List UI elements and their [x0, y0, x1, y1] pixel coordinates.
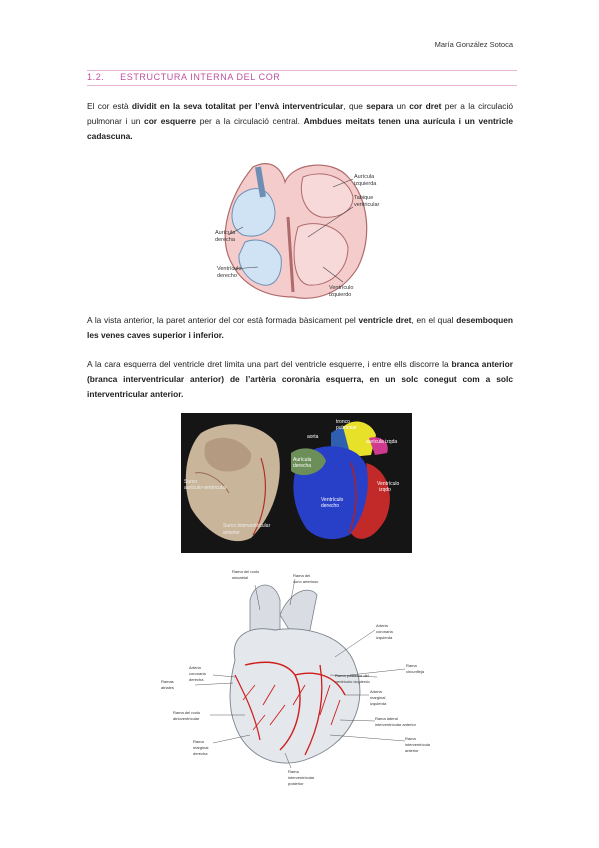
- label-rama-cono-1: Rama del: [293, 573, 310, 578]
- bold-text: ventricle dret: [358, 315, 412, 325]
- bold-text: branca anterior (branca interventricular…: [87, 359, 513, 399]
- label-auricula-derecha-1: Aurícula: [293, 457, 312, 463]
- label-ramas-atriales-2: atriales: [161, 685, 174, 690]
- label-ventriculo-derecho-1: Ventrículo: [217, 266, 241, 272]
- label-rama-post-vi-2: ventrículo izquierdo: [335, 679, 370, 684]
- label-ventriculo-izquierdo-2: izquierdo: [329, 292, 351, 298]
- label-rama-cono-2: cono arterioso: [293, 579, 319, 584]
- heart-section-diagram: Aurícula izquierda Tabique ventricular A…: [215, 163, 380, 299]
- label-arteria-marginal-izq-3: izquierda: [370, 701, 387, 706]
- bold-text: cor esquerre: [144, 116, 197, 126]
- label-ventriculo-izqdo-1: Ventrículo: [377, 481, 399, 487]
- label-rama-circunfleja-2: circunfleja: [406, 669, 425, 674]
- text: , que: [343, 101, 367, 111]
- label-auricula-derecha-2: derecha: [293, 463, 311, 469]
- label-arteria-cor-izq-1: Arteria: [376, 623, 389, 628]
- label-rama-iv-ant-1: Rama: [405, 736, 416, 741]
- label-ventriculo-derecho-1: Ventrículo: [321, 497, 343, 503]
- label-surco-iv-1: Surco interventricular: [223, 523, 271, 529]
- label-arteria-cor-der-2: coronaria: [189, 671, 206, 676]
- label-rama-iv-post-3: posterior: [288, 781, 304, 786]
- label-ramas-atriales-1: Ramas: [161, 679, 174, 684]
- label-rama-lateral-2: interventricular anterior: [375, 722, 417, 727]
- label-surco-av-1: Surco: [184, 479, 197, 485]
- coronary-arteries-diagram: Rama del nodo sinoatrial Rama del cono a…: [161, 569, 430, 786]
- text: A la cara esquerra del ventricle dret li…: [87, 359, 452, 369]
- text: un: [393, 101, 410, 111]
- label-rama-iv-post-1: Rama: [288, 769, 299, 774]
- label-aorta: aorta: [307, 434, 319, 440]
- bold-text: dividit en la seva totalitat per l’envà …: [131, 101, 344, 111]
- label-arteria-cor-izq-2: coronaria: [376, 629, 393, 634]
- label-auricula-izquierda-1: Aurícula: [354, 174, 375, 180]
- paragraph-2: A la vista anterior, la paret anterior d…: [87, 313, 513, 343]
- section-top-rule: [87, 70, 517, 71]
- label-arteria-cor-der-3: derecha: [189, 677, 204, 682]
- label-rama-marginal-der-3: derecha: [193, 751, 208, 756]
- label-auricula-izquierda-2: izquierda: [354, 181, 377, 187]
- label-tabique-2: ventricular: [354, 202, 380, 208]
- label-arteria-cor-der-1: Arteria: [189, 665, 202, 670]
- label-surco-av-2: aurículo-ventricular: [184, 485, 227, 491]
- label-rama-marginal-der-1: Rama: [193, 739, 204, 744]
- label-arteria-marginal-izq-1: Arteria: [370, 689, 383, 694]
- paragraph-1: El cor està dividit en la seva totalitat…: [87, 99, 513, 144]
- heart-photo-figure: tronco pulmonar aorta aurícula izqda Aur…: [181, 413, 412, 553]
- label-rama-nodo-av-2: atrioventricular: [173, 716, 200, 721]
- label-tronco-2: pulmonar: [336, 425, 357, 431]
- bold-text: separa: [366, 101, 394, 111]
- label-rama-circunfleja-1: Rama: [406, 663, 417, 668]
- paragraph-3: A la cara esquerra del ventricle dret li…: [87, 357, 513, 402]
- label-rama-post-vi-1: Rama posterior del: [335, 673, 369, 678]
- text: per a la circulació central.: [196, 116, 304, 126]
- label-rama-iv-ant-3: anterior: [405, 748, 419, 753]
- label-arteria-cor-izq-3: izquierda: [376, 635, 393, 640]
- section-number: 1.2.: [87, 72, 105, 82]
- label-tronco-1: tronco: [336, 419, 350, 425]
- label-auricula-derecha-1: Aurícula: [215, 230, 236, 236]
- text: A la vista anterior, la paret anterior d…: [87, 315, 359, 325]
- section-heading: 1.2. ESTRUCTURA INTERNA DEL COR: [87, 72, 517, 84]
- bold-text: Ambdues meitats tenen una aurícula i un …: [87, 116, 513, 141]
- label-rama-nodo-sa-1: Rama del nodo: [232, 569, 260, 574]
- section-title: ESTRUCTURA INTERNA DEL COR: [120, 72, 281, 82]
- label-auricula-izqda: aurícula izqda: [366, 439, 397, 445]
- label-rama-iv-ant-2: interventricular: [405, 742, 430, 747]
- label-ventriculo-izquierdo-1: Ventrículo: [329, 285, 353, 291]
- author-name: María González Sotoca: [434, 40, 513, 49]
- label-rama-nodo-sa-2: sinoatrial: [232, 575, 248, 580]
- label-auricula-derecha-2: derecha: [215, 237, 236, 243]
- section-bottom-rule: [87, 85, 517, 86]
- label-rama-marginal-der-2: marginal: [193, 745, 208, 750]
- label-ventriculo-izqdo-2: izqdo: [379, 487, 391, 493]
- bold-text: cor dret: [409, 101, 442, 111]
- text: per a la circulació pulmonar i un: [87, 101, 513, 126]
- bold-text: desemboquen les venes caves superior i i…: [87, 315, 513, 340]
- text: El cor està: [87, 101, 132, 111]
- text: , en el qual: [411, 315, 457, 325]
- label-ventriculo-derecho-2: derecho: [217, 273, 237, 279]
- label-surco-iv-2: anterior: [223, 530, 240, 536]
- label-rama-nodo-av-1: Rama del nodo: [173, 710, 201, 715]
- label-arteria-marginal-izq-2: marginal: [370, 695, 385, 700]
- label-tabique-1: Tabique: [354, 195, 373, 201]
- label-ventriculo-derecho-2: derecho: [321, 503, 339, 509]
- label-rama-lateral-1: Rama lateral: [375, 716, 398, 721]
- label-rama-iv-post-2: interventricular: [288, 775, 315, 780]
